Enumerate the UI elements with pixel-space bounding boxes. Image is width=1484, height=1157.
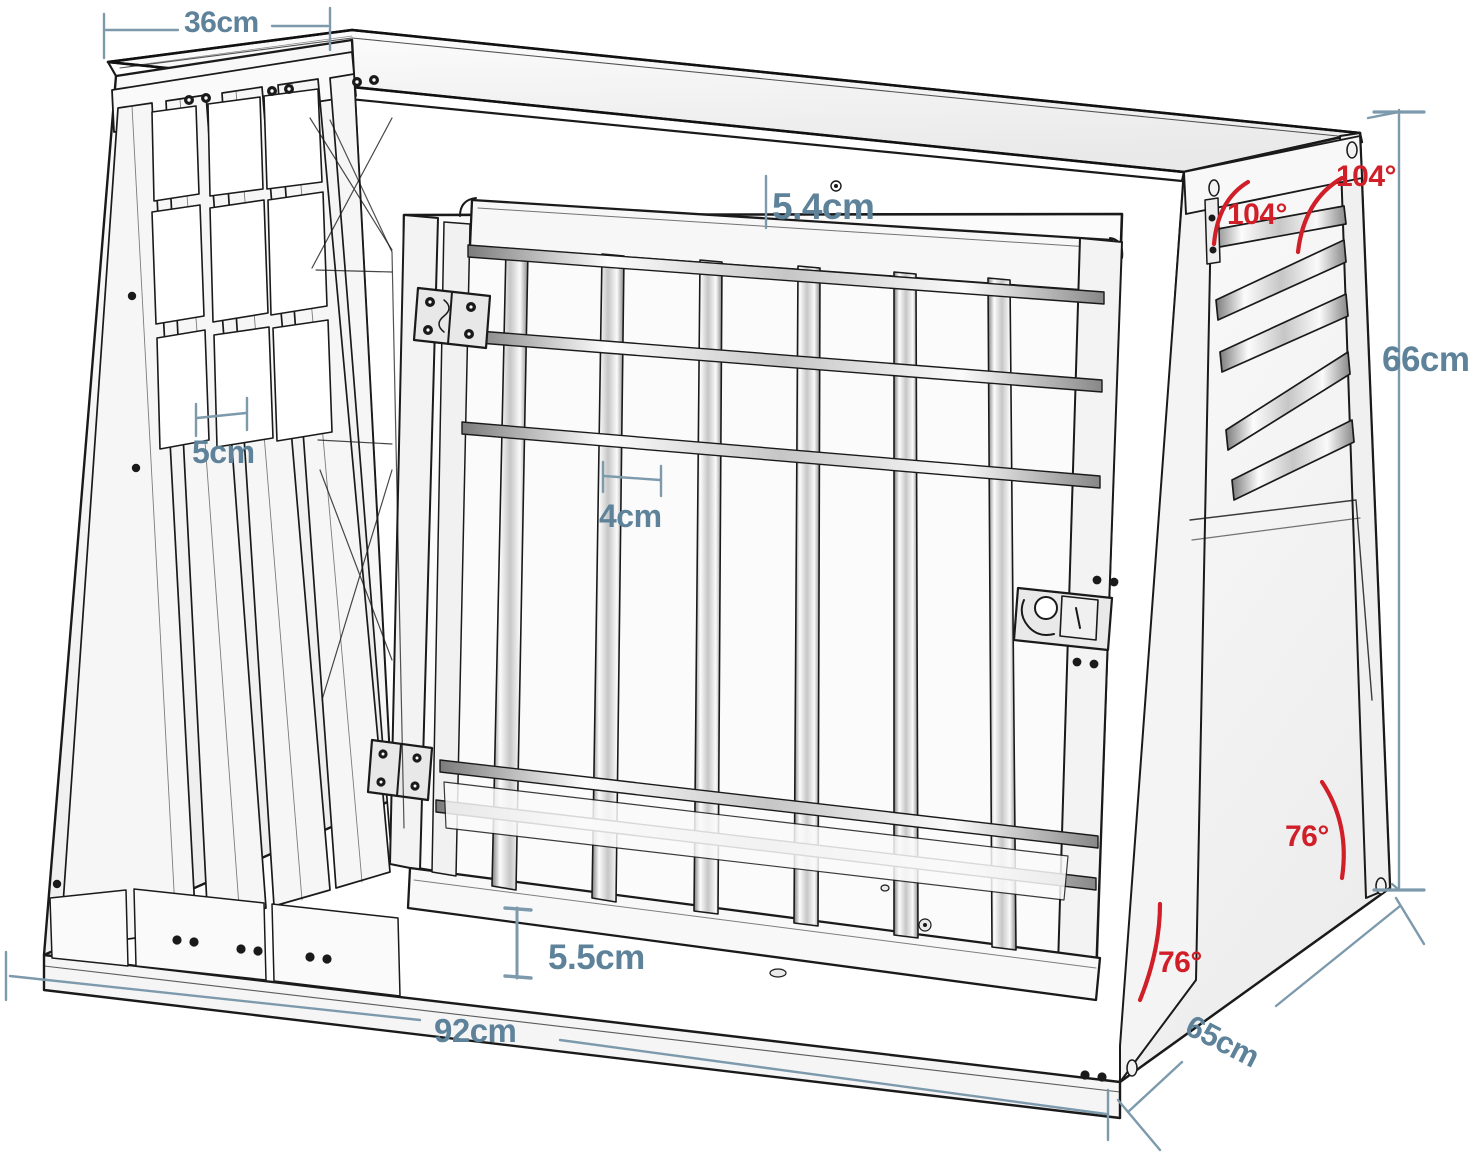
door-hinge-upper [412,286,492,350]
angle-arcs [1137,175,1346,1003]
angle-label-front-base: 76° [1158,946,1202,979]
front-door [389,180,1124,1002]
dimension-label-overall-height: 66cm [1382,340,1470,379]
base-front-rail [42,888,1122,1120]
door-bars [491,247,1017,951]
right-side-panel [1118,131,1392,1084]
dimension-lines [4,6,1426,1152]
door-hinge-lower [366,738,434,802]
dimension-label-overall-width: 92cm [434,1012,517,1049]
dimension-label-side-slat-gap: 5cm [192,434,255,470]
door-latch [1012,575,1119,669]
angle-label-rear-base: 76° [1285,820,1329,853]
dimension-label-door-rail: 5.4cm [772,186,875,227]
dimension-label-bottom-rail: 5.5cm [548,938,645,977]
left-side-panel [42,38,394,957]
dimension-label-door-bar-gap: 4cm [599,498,662,534]
dimension-label-top-depth: 36cm [184,6,259,39]
angle-label-rear-top: 104° [1227,198,1288,231]
angle-label-front-top: 104° [1336,160,1397,193]
